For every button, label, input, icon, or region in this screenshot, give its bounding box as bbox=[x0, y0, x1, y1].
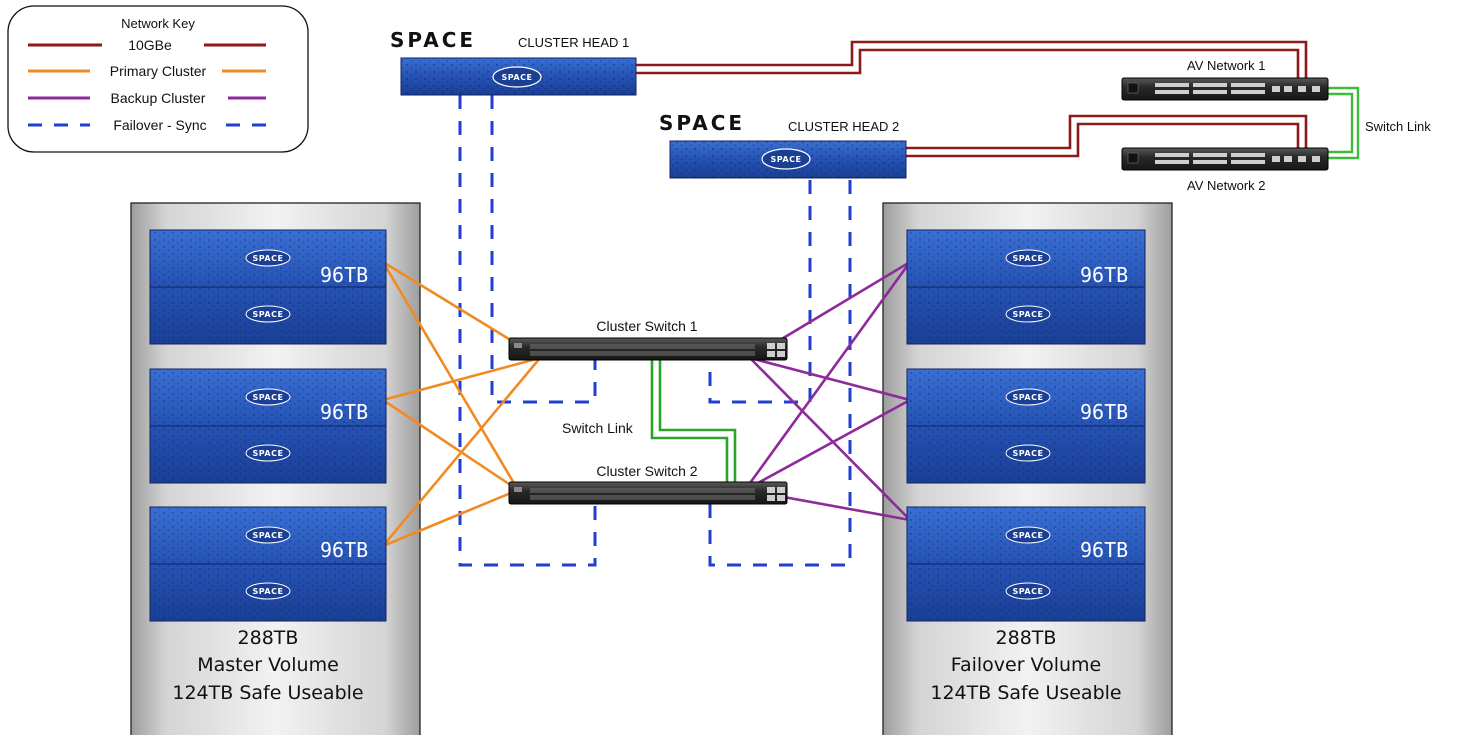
failover-unit-1-capacity: 96TB bbox=[1080, 263, 1128, 287]
cluster-head-2-logo-badge bbox=[761, 148, 811, 170]
cluster-head-1-brand: SPACE bbox=[390, 28, 476, 52]
master-unit-1-logo-bottom: SPACE bbox=[253, 310, 284, 319]
failover-unit-2-logo-badge-bottom bbox=[1005, 444, 1051, 462]
failover-unit-1-logo-top: SPACE bbox=[1013, 254, 1044, 263]
cluster-switch-2-label: Cluster Switch 2 bbox=[596, 463, 697, 479]
links-backup-cluster bbox=[743, 260, 912, 522]
failover-unit-3-logo-bottom: SPACE bbox=[1013, 587, 1044, 596]
network-key-legend: Network Key 10GBe Primary Cluster Backup… bbox=[7, 5, 309, 153]
master-unit-1-capacity: 96TB bbox=[320, 263, 368, 287]
legend-label-primary-cluster: Primary Cluster bbox=[110, 63, 207, 79]
links-10gbe bbox=[636, 40, 1308, 158]
legend-box bbox=[7, 5, 309, 153]
failover-unit-2: SPACE SPACE 96TB bbox=[906, 368, 1146, 484]
master-volume-total: 288TB bbox=[238, 627, 299, 649]
master-unit-2-logo-badge-top bbox=[245, 388, 291, 406]
failover-unit-2-logo-bottom: SPACE bbox=[1013, 449, 1044, 458]
failover-volume-safe: 124TB Safe Useable bbox=[930, 682, 1121, 704]
master-volume-safe: 124TB Safe Useable bbox=[172, 682, 363, 704]
legend-item-10gbe: 10GBe bbox=[28, 37, 266, 53]
av-switch-2-ports bbox=[1155, 153, 1320, 164]
failover-unit-3: SPACE SPACE 96TB bbox=[906, 506, 1146, 622]
master-unit-3-logo-badge-bottom bbox=[245, 582, 291, 600]
failover-unit-3-logo-badge-top bbox=[1005, 526, 1051, 544]
cluster-switch-link-cable bbox=[650, 357, 737, 488]
master-unit-1-logo-badge-bottom bbox=[245, 305, 291, 323]
cluster-switch-1-label: Cluster Switch 1 bbox=[596, 318, 697, 334]
cluster-switch-2: Cluster Switch 2 bbox=[508, 463, 788, 505]
cluster-head-1-logo: SPACE bbox=[502, 73, 533, 82]
cluster-head-2-label: CLUSTER HEAD 2 bbox=[788, 119, 899, 134]
links-primary-cluster bbox=[381, 260, 541, 548]
av-switch-2: AV Network 2 bbox=[1121, 147, 1329, 193]
failover-unit-2-logo-top: SPACE bbox=[1013, 393, 1044, 402]
master-unit-3-capacity: 96TB bbox=[320, 538, 368, 562]
legend-item-primary-cluster: Primary Cluster bbox=[28, 63, 266, 79]
master-unit-2-logo-badge-bottom bbox=[245, 444, 291, 462]
av-switch-link-cable bbox=[1328, 86, 1360, 160]
failover-unit-3-logo-top: SPACE bbox=[1013, 531, 1044, 540]
cluster-head-2: SPACE CLUSTER HEAD 2 SPACE bbox=[659, 111, 907, 179]
failover-unit-2-capacity: 96TB bbox=[1080, 400, 1128, 424]
master-unit-3-logo-bottom: SPACE bbox=[253, 587, 284, 596]
master-unit-2: SPACE SPACE 96TB bbox=[149, 368, 387, 484]
failover-unit-3-logo-badge-bottom bbox=[1005, 582, 1051, 600]
failover-unit-3-capacity: 96TB bbox=[1080, 538, 1128, 562]
master-unit-1-logo-badge-top bbox=[245, 249, 291, 267]
cluster-head-1-label: CLUSTER HEAD 1 bbox=[518, 35, 629, 50]
failover-volume-total: 288TB bbox=[996, 627, 1057, 649]
failover-unit-1: SPACE SPACE 96TB bbox=[906, 229, 1146, 345]
cluster-head-1-logo-badge bbox=[492, 66, 542, 88]
av-switch-1-ports bbox=[1155, 83, 1320, 94]
failover-unit-2-logo-badge-top bbox=[1005, 388, 1051, 406]
master-unit-3: SPACE SPACE 96TB bbox=[149, 506, 387, 622]
av-switch-link-label: Switch Link bbox=[1365, 119, 1431, 134]
failover-volume-name: Failover Volume bbox=[951, 654, 1101, 676]
av-switch-1: AV Network 1 bbox=[1121, 58, 1329, 101]
master-unit-3-logo-top: SPACE bbox=[253, 531, 284, 540]
failover-unit-1-logo-badge-bottom bbox=[1005, 305, 1051, 323]
legend-item-failover-sync: Failover - Sync bbox=[28, 117, 266, 133]
failover-unit-1-logo-bottom: SPACE bbox=[1013, 310, 1044, 319]
legend-label-failover-sync: Failover - Sync bbox=[113, 117, 206, 133]
master-volume-name: Master Volume bbox=[197, 654, 339, 676]
av-switch-2-label: AV Network 2 bbox=[1187, 178, 1266, 193]
av-switch-1-label: AV Network 1 bbox=[1187, 58, 1266, 73]
master-unit-1-logo-top: SPACE bbox=[253, 254, 284, 263]
master-unit-2-capacity: 96TB bbox=[320, 400, 368, 424]
legend-item-backup-cluster: Backup Cluster bbox=[28, 90, 266, 106]
failover-volume-caption: 288TB Failover Volume 124TB Safe Useable bbox=[930, 627, 1121, 704]
master-unit-3-logo-badge-top bbox=[245, 526, 291, 544]
legend-label-backup-cluster: Backup Cluster bbox=[111, 90, 206, 106]
master-unit-2-logo-top: SPACE bbox=[253, 393, 284, 402]
links-failover-sync bbox=[458, 95, 852, 567]
legend-label-10gbe: 10GBe bbox=[128, 37, 172, 53]
failover-unit-1-logo-badge-top bbox=[1005, 249, 1051, 267]
master-unit-2-logo-bottom: SPACE bbox=[253, 449, 284, 458]
cluster-switch-1: Cluster Switch 1 bbox=[508, 318, 788, 361]
cluster-switch-link-label: Switch Link bbox=[562, 420, 634, 436]
legend-title: Network Key bbox=[121, 16, 195, 31]
master-volume-caption: 288TB Master Volume 124TB Safe Useable bbox=[172, 627, 363, 704]
master-unit-1: SPACE SPACE 96TB bbox=[149, 229, 387, 345]
cluster-head-1: SPACE CLUSTER HEAD 1 SPACE bbox=[390, 28, 637, 96]
cluster-head-2-brand: SPACE bbox=[659, 111, 745, 135]
cluster-head-2-logo: SPACE bbox=[771, 155, 802, 164]
